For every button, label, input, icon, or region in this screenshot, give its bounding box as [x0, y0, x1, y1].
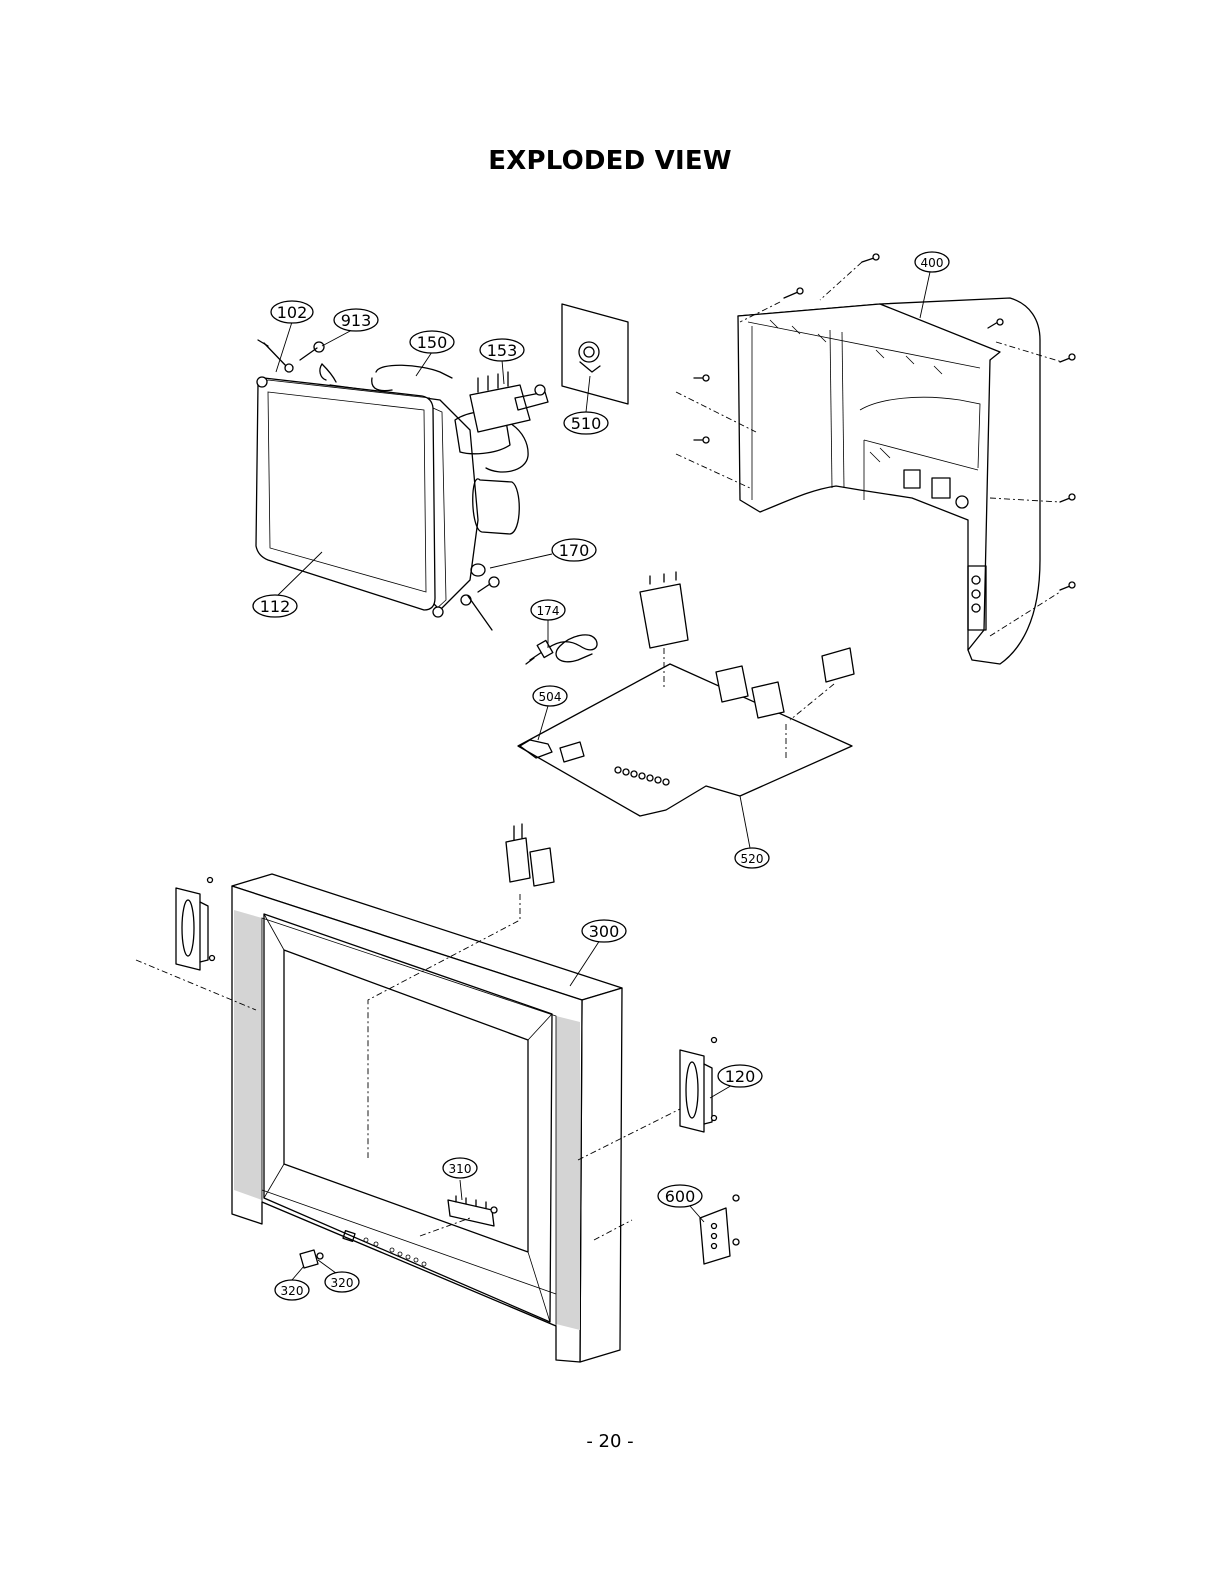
- callout-520: 520: [735, 848, 769, 868]
- callout-510: 510: [564, 412, 608, 434]
- callout-170: 170: [552, 539, 596, 561]
- callout-504: 504: [533, 686, 567, 706]
- svg-text:913: 913: [341, 311, 372, 330]
- crt-socket-board: [562, 304, 628, 404]
- svg-text:102: 102: [277, 303, 308, 322]
- callout-120: 120: [718, 1065, 762, 1087]
- side-av-board: [700, 1195, 739, 1264]
- callout-153: 153: [480, 339, 524, 361]
- svg-text:310: 310: [449, 1162, 472, 1176]
- callout-310: 310: [443, 1158, 477, 1178]
- svg-text:510: 510: [571, 414, 602, 433]
- svg-text:174: 174: [537, 604, 560, 618]
- svg-text:150: 150: [417, 333, 448, 352]
- cable-holder: [506, 824, 554, 886]
- callout-300: 300: [582, 920, 626, 942]
- svg-text:153: 153: [487, 341, 518, 360]
- svg-text:520: 520: [741, 852, 764, 866]
- callout-112: 112: [253, 595, 297, 617]
- svg-text:320: 320: [281, 1284, 304, 1298]
- callout-320-left: 320: [275, 1280, 309, 1300]
- callout-400: 400: [915, 252, 949, 272]
- svg-text:300: 300: [589, 922, 620, 941]
- main-board: [518, 572, 854, 816]
- svg-text:120: 120: [725, 1067, 756, 1086]
- power-cord: [526, 635, 597, 664]
- back-cover: [738, 298, 1040, 664]
- callout-150: 150: [410, 331, 454, 353]
- power-button: [300, 1250, 323, 1268]
- svg-text:112: 112: [260, 597, 291, 616]
- callout-102: 102: [271, 301, 313, 323]
- callout-174: 174: [531, 600, 565, 620]
- svg-text:504: 504: [539, 690, 562, 704]
- callout-320-right: 320: [325, 1272, 359, 1292]
- svg-text:170: 170: [559, 541, 590, 560]
- callout-913: 913: [334, 309, 378, 331]
- page-number: - 20 -: [0, 1431, 1220, 1452]
- deflection-yoke: [470, 372, 548, 432]
- ground-spring: [471, 564, 485, 576]
- right-speaker: [680, 1038, 717, 1133]
- svg-text:600: 600: [665, 1187, 696, 1206]
- callout-600: 600: [658, 1185, 702, 1207]
- picture-tube: [256, 377, 510, 617]
- svg-text:400: 400: [921, 256, 944, 270]
- left-speaker: [176, 878, 215, 971]
- svg-text:320: 320: [331, 1276, 354, 1290]
